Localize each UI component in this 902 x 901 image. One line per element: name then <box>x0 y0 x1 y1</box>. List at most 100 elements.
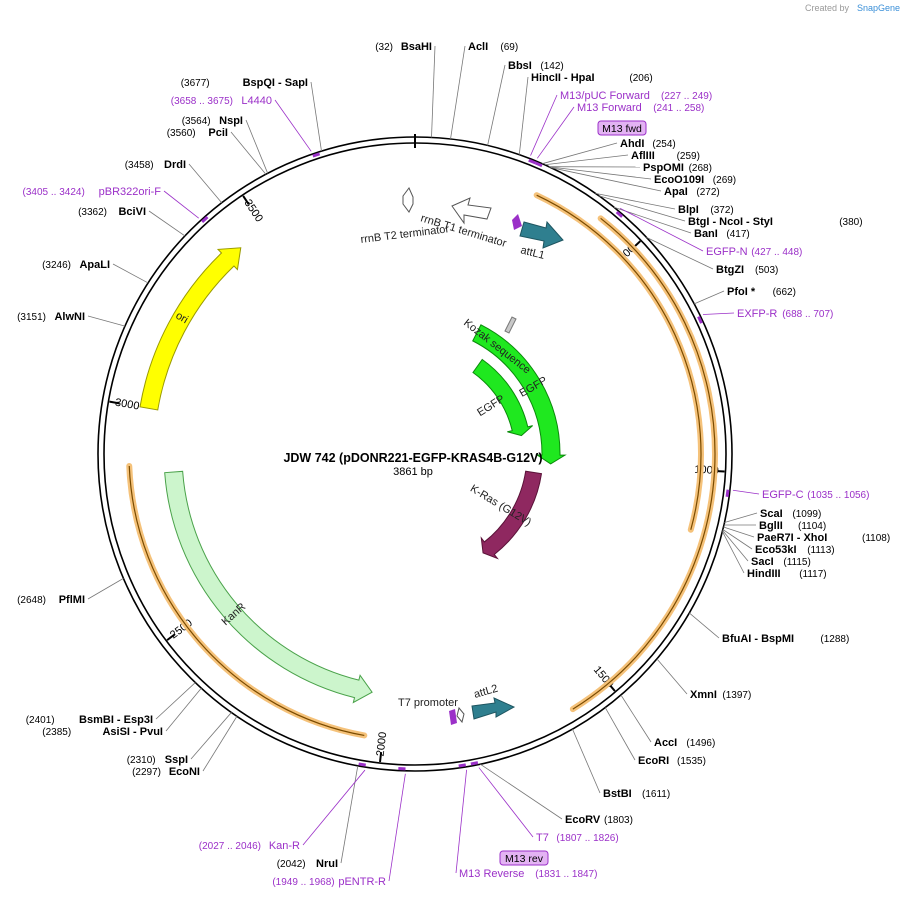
feature-kanr-feat[interactable] <box>164 470 373 704</box>
site-ecori[interactable]: EcoRI(1535) <box>638 755 706 767</box>
site-ahdi[interactable]: AhdI(254) <box>620 138 676 150</box>
site-nspi[interactable]: NspI(3564) <box>182 115 243 127</box>
feature-egfp-inner[interactable] <box>472 358 533 437</box>
site-btgi[interactable]: BlpI(372) <box>678 204 734 216</box>
site-hindiii[interactable]: HindIII(1117) <box>747 568 827 580</box>
site-position: (1099) <box>792 509 821 520</box>
site-leader <box>518 76 529 155</box>
m13-rev-badge[interactable] <box>499 850 549 866</box>
site-eco53ki[interactable]: Eco53kI(1113) <box>755 544 835 556</box>
site-leader <box>598 195 686 222</box>
plasmid-size: 3861 bp <box>393 466 433 478</box>
site-econi[interactable]: EcoNI(2297) <box>132 766 200 778</box>
site-bspqi[interactable]: BspQI - SapI(3677) <box>181 77 308 89</box>
site-name: ScaI <box>760 508 783 520</box>
site-nrui[interactable]: NruI(2042) <box>277 858 338 870</box>
site-pflmi[interactable]: PflMI(2648) <box>17 594 85 606</box>
site-leader <box>572 728 601 794</box>
primer-name: EXFP-R <box>737 308 777 320</box>
site-acli[interactable]: AclI (69) <box>468 41 518 53</box>
site-bglii[interactable]: BglII(1104) <box>759 520 826 532</box>
site-leader <box>431 45 436 138</box>
primer-name: Kan-R <box>269 840 300 852</box>
site-leader <box>620 694 652 743</box>
site-bsahi[interactable]: BsaHI (32) <box>375 41 432 53</box>
m13-rev-badge-text: M13 rev <box>505 853 544 865</box>
site-ncoi[interactable]: BtgI - NcoI - StyI(380) <box>688 216 863 228</box>
site-name: AflIII <box>631 150 655 162</box>
primer-l4440[interactable]: L4440(3658 .. 3675) <box>171 95 272 107</box>
site-bfuai[interactable]: BfuAI - BspMI(1288) <box>722 633 849 645</box>
site-leader <box>595 192 676 210</box>
site-pfoi[interactable]: PfoI *(662) <box>727 286 796 298</box>
primer-leader <box>274 99 312 152</box>
primer-pentrr[interactable]: pENTR-R(1949 .. 1968) <box>272 876 386 888</box>
site-bcivi[interactable]: BciVI(3362) <box>78 206 146 218</box>
site-leader <box>722 530 749 562</box>
site-afliii[interactable]: AflIII (259) <box>631 150 700 162</box>
site-position: (1115) <box>783 557 810 568</box>
site-ecorv[interactable]: EcoRV(1803) <box>565 814 633 826</box>
feature-kras[interactable] <box>480 470 543 560</box>
site-leader <box>480 763 563 820</box>
site-name: PfoI * <box>727 286 756 298</box>
site-sspi[interactable]: SspI(2310) <box>127 754 188 766</box>
primer-m13rev[interactable]: M13 Reverse(1831 .. 1847) <box>459 868 597 880</box>
site-name: BbsI <box>508 60 532 72</box>
site-saci[interactable]: SacI(1115) <box>751 556 811 568</box>
site-asisi[interactable]: AsiSI - PvuI(2385) <box>42 726 163 738</box>
site-hincii[interactable]: HincII - HpaI(206) <box>531 72 653 84</box>
site-leader <box>689 612 720 639</box>
site-position: (2385) <box>42 727 71 738</box>
site-name: BsaHI <box>401 41 432 53</box>
site-name: AclI <box>468 41 488 53</box>
primer-exfpr[interactable]: EXFP-R(688 .. 707) <box>737 308 833 320</box>
primer-egfpn[interactable]: EGFP-N(427 .. 448) <box>706 246 802 258</box>
primer-leader <box>455 769 467 874</box>
primer-name: M13 Reverse <box>459 868 524 880</box>
site-position: (69) <box>500 42 518 53</box>
primer-range: (3405 .. 3424) <box>23 187 85 198</box>
m13-fwd-badge[interactable] <box>597 120 647 136</box>
site-position: (32) <box>375 42 393 53</box>
primer-m13fwd[interactable]: M13 Forward(241 .. 258) <box>577 102 704 114</box>
feature-egfp-outer[interactable] <box>472 324 567 465</box>
site-paer7i[interactable]: PaeR7I - XhoI(1108) <box>757 532 890 544</box>
primer-egfpc[interactable]: EGFP-C(1035 .. 1056) <box>762 489 869 501</box>
feature-ori[interactable] <box>139 247 242 411</box>
site-acci[interactable]: AccI(1496) <box>654 737 715 749</box>
site-btgzi[interactable]: BtgZI(503) <box>716 264 778 276</box>
site-bstbi[interactable]: BstBI(1611) <box>603 788 670 800</box>
primer-pbr322[interactable]: pBR322ori-F(3405 .. 3424) <box>23 186 162 198</box>
t7-promoter-arrow <box>456 706 465 724</box>
primer-mark <box>725 489 730 497</box>
site-name: PaeR7I - XhoI <box>757 532 827 544</box>
site-pspomi[interactable]: PspOMI(268) <box>643 162 712 174</box>
site-leader <box>190 712 232 760</box>
site-name: ApaI <box>664 186 688 198</box>
site-xmni[interactable]: XmnI(1397) <box>690 689 751 701</box>
site-name: DrdI <box>164 159 186 171</box>
site-leader <box>450 45 466 140</box>
primer-mark <box>528 158 536 165</box>
site-bbsi[interactable]: BbsI(142) <box>508 60 564 72</box>
site-bsmbi[interactable]: BsmBI - Esp3I(2401) <box>26 714 153 726</box>
primer-mark <box>697 316 703 324</box>
primer-mark <box>312 152 321 158</box>
site-pcii[interactable]: PciI(3560) <box>167 127 228 139</box>
site-drdi[interactable]: DrdI (3458) <box>125 159 186 171</box>
site-apai[interactable]: ApaI(272) <box>664 186 720 198</box>
primer-kanr[interactable]: Kan-R(2027 .. 2046) <box>199 840 300 852</box>
site-alwni[interactable]: AlwNI(3151) <box>17 311 85 323</box>
restriction-sites: BsaHI (32) AclI (69) BbsI(142)HincII - HpaI(… <box>17 41 890 870</box>
site-position: (259) <box>677 151 700 162</box>
site-apali[interactable]: ApaLI(3246) <box>42 259 110 271</box>
primer-t7[interactable]: T7(1807 .. 1826) <box>536 832 619 844</box>
site-bani[interactable]: BanI(417) <box>694 228 750 240</box>
site-name: NspI <box>219 115 243 127</box>
site-position: (3458) <box>125 160 154 171</box>
site-eco0109i[interactable]: EcoO109I(269) <box>654 174 736 186</box>
credit-brand: SnapGene <box>857 3 900 13</box>
primer-m13puc[interactable]: M13/pUC Forward(227 .. 249) <box>560 90 712 102</box>
site-scai[interactable]: ScaI (1099) <box>760 508 821 520</box>
